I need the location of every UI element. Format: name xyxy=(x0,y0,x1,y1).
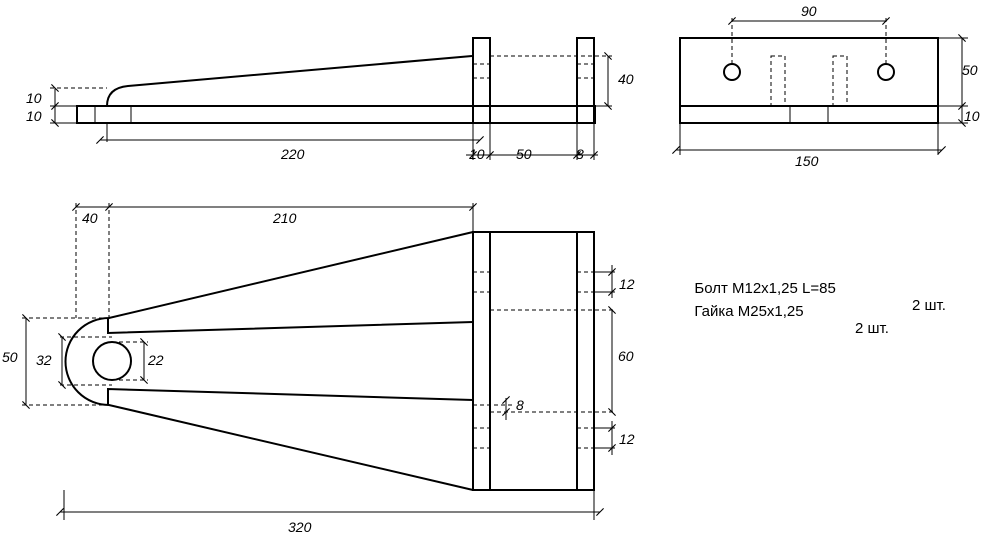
side-plate2-thickness: 8 xyxy=(576,146,584,162)
plan-hole-top: 12 xyxy=(619,276,635,292)
side-view: 10 10 220 10 50 8 40 xyxy=(26,37,634,162)
end-height: 50 xyxy=(962,62,978,78)
plan-outer-width: 50 xyxy=(2,349,18,365)
end-width: 150 xyxy=(795,153,819,169)
side-length: 220 xyxy=(280,146,305,162)
plan-offset: 40 xyxy=(82,210,98,226)
note-nut-name: Гайка М25х1,25 xyxy=(694,303,804,320)
side-plate1-thickness: 10 xyxy=(469,146,485,162)
plan-slot-spacing: 60 xyxy=(618,348,634,364)
note-bolt-qty: 2 шт. xyxy=(912,297,946,314)
plan-bore: 32 xyxy=(36,352,52,368)
note-bolt-name: Болт М12х1,25 L=85 xyxy=(694,280,836,297)
end-view: 90 50 10 150 xyxy=(672,3,980,169)
note-nut: Гайка М25х1,25 2 шт. xyxy=(686,286,889,337)
plan-view: 40 210 50 32 22 60 8 12 12 320 xyxy=(2,203,635,535)
side-gap: 50 xyxy=(516,146,532,162)
note-nut-qty: 2 шт. xyxy=(855,320,889,337)
plan-hole-bottom: 12 xyxy=(619,431,635,447)
side-h-top: 10 xyxy=(26,90,42,106)
end-hole-spacing: 90 xyxy=(801,3,817,19)
side-h-bottom: 10 xyxy=(26,108,42,124)
plan-overall: 320 xyxy=(288,519,312,535)
plan-length: 210 xyxy=(272,210,297,226)
plan-rib: 8 xyxy=(516,397,524,413)
note-bolt: Болт М12х1,25 L=85 2 шт. xyxy=(686,263,946,314)
plan-pin: 22 xyxy=(147,352,164,368)
end-base: 10 xyxy=(964,108,980,124)
side-plate-height: 40 xyxy=(618,71,634,87)
